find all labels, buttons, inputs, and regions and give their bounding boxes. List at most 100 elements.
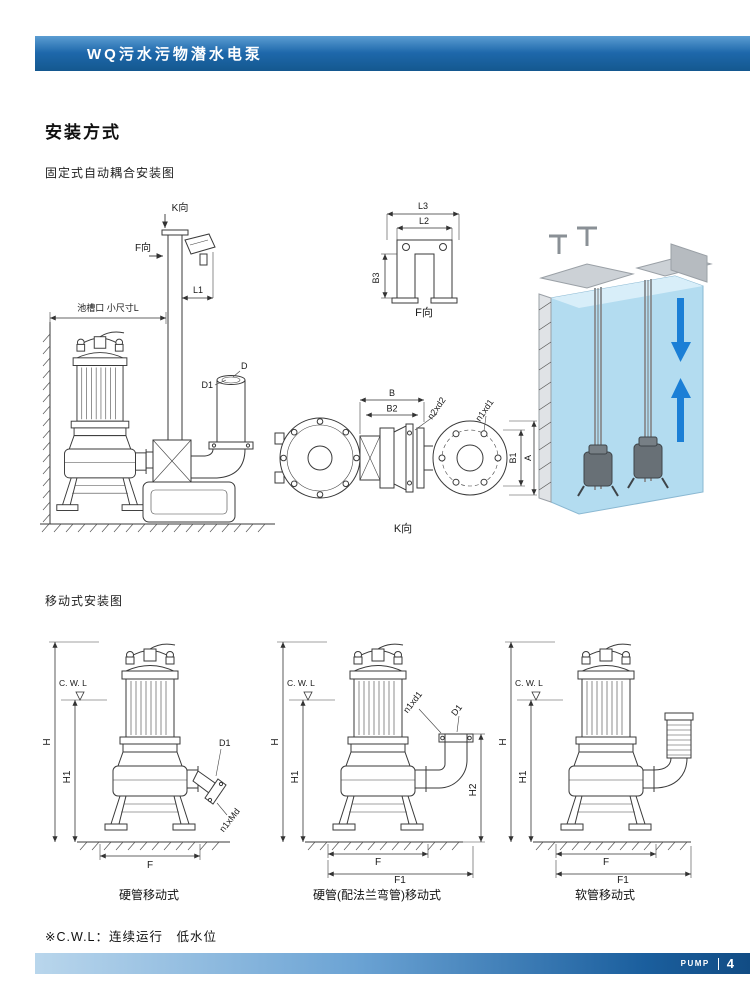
caption-pump-1: 硬管移动式 <box>118 888 179 902</box>
cwl-marker: C. W. L <box>287 678 335 701</box>
label-cwl: C. W. L <box>515 678 543 688</box>
dim-label-f1: F1 <box>617 875 629 884</box>
footnote: ※C.W.L：连续运行 低水位 <box>45 930 218 944</box>
dim-label-f1: F1 <box>394 875 406 884</box>
dim-h: H <box>42 641 99 842</box>
dim-h2: H2 <box>463 733 485 843</box>
mobile-pump-diagram-2: C. W. L H H1 H2 <box>270 641 485 884</box>
lifting-chains <box>597 280 649 448</box>
hose-outlet <box>653 712 694 789</box>
dim-label-tank-opening: 池槽口 小尺寸L <box>77 302 139 313</box>
tank-wall <box>42 322 51 524</box>
dim-label-f: F <box>147 860 153 871</box>
label-cwl: C. W. L <box>287 678 315 688</box>
dim-label-f: F <box>603 857 609 868</box>
dim-label-h: H <box>42 738 53 745</box>
dim-label-n1xd1: n1xd1 <box>473 397 495 423</box>
dim-label-l1: L1 <box>193 285 203 295</box>
dim-label-n1xmd: n1xMd <box>217 806 242 833</box>
installed-pump-right <box>627 436 669 489</box>
dim-d-d1: D D1 <box>201 361 248 390</box>
dim-label-b: B <box>389 388 395 398</box>
lower-raise-arrows <box>671 298 691 442</box>
dim-label-b1: B1 <box>508 452 518 463</box>
label-cwl: C. W. L <box>59 678 87 688</box>
submersible-pump-drawing <box>332 643 427 831</box>
dim-label-l2: L2 <box>419 216 429 226</box>
submersible-pump-drawing <box>104 643 199 831</box>
dim-tank-opening: 池槽口 小尺寸L <box>49 302 167 324</box>
caption-pump-2: 硬管(配法兰弯管)移动式 <box>313 888 441 902</box>
guide-bracket <box>184 233 216 266</box>
dim-f: F <box>555 844 657 868</box>
auto-coupling-assembly <box>142 439 246 523</box>
dim-h1: H1 <box>62 700 78 842</box>
submersible-pump-drawing <box>560 643 655 831</box>
cut-wall <box>538 293 552 503</box>
dim-label-d1: D1 <box>201 380 213 390</box>
mobile-pump-column-3: C. W. L H H1 F <box>491 612 719 903</box>
label-f-direction: F向 <box>135 241 151 254</box>
page-header-title: WQ污水污物潜水电泵 <box>87 46 263 63</box>
label-k-view: K向 <box>394 521 412 535</box>
installed-pump-left <box>577 444 619 497</box>
section-title: 安装方式 <box>45 123 121 142</box>
dim-f1: F1 <box>555 846 692 884</box>
pipe-fittings <box>549 226 597 254</box>
dim-h: H <box>270 641 327 842</box>
discharge-pipe-section <box>208 375 254 450</box>
dim-f: F <box>99 844 201 871</box>
mobile-install-subtitle: 移动式安装图 <box>45 594 124 608</box>
dim-label-n2xd2: n2xd2 <box>425 395 447 421</box>
footer-divider <box>717 957 719 970</box>
flanged-outlet <box>192 770 227 805</box>
dim-label-d1: D1 <box>219 738 231 748</box>
dim-label-b2: B2 <box>386 404 397 414</box>
label-k-direction: K向 <box>172 201 189 214</box>
guide-rails <box>594 279 652 490</box>
footer-page-number: 4 <box>726 956 734 971</box>
mobile-pump-diagram-3: C. W. L H H1 F <box>498 641 694 884</box>
dim-label-d: D <box>241 361 248 371</box>
mobile-pump-column-1: C. W. L H H1 F <box>35 612 263 903</box>
dim-h1: H1 <box>290 700 306 842</box>
mobile-pump-diagram-1: C. W. L H H1 F <box>42 641 242 871</box>
label-bolt-spec: n1xMd <box>216 802 242 834</box>
fixed-installation-diagram: K向 F向 L1 池槽口 小尺寸L D D1 L3 <box>40 201 713 535</box>
f-view-drawing: L3 L2 B3 F向 <box>371 201 460 319</box>
label-f-view: F向 <box>415 305 433 319</box>
dim-label-d1: D1 <box>449 703 464 718</box>
dim-h1: H1 <box>518 700 534 842</box>
ground-line <box>40 523 275 533</box>
mobile-pump-column-2: C. W. L H H1 H2 <box>263 612 491 903</box>
dim-label-h1: H1 <box>518 770 529 783</box>
label-d1: D1 <box>215 738 231 777</box>
k-view-drawing: B B2 n2xd2 n1xd1 B1 A K向 <box>274 388 537 535</box>
dim-label-h: H <box>498 738 509 745</box>
page-header-bar: WQ污水污物潜水电泵 <box>35 36 750 71</box>
dim-label-h: H <box>270 738 281 745</box>
dim-f: F <box>327 844 429 868</box>
fixed-install-subtitle: 固定式自动耦合安装图 <box>45 166 176 180</box>
view-direction-f: F向 <box>135 241 163 259</box>
inclined-plate <box>670 243 708 283</box>
dim-f1: F1 <box>327 846 474 884</box>
submersible-pump-drawing <box>56 331 147 511</box>
dim-label-l3: L3 <box>418 201 428 211</box>
view-direction-k: K向 <box>162 201 189 228</box>
platform-slab-left <box>539 263 635 289</box>
installation-illustration <box>538 226 713 515</box>
dim-h: H <box>498 641 555 842</box>
caption-pump-3: 软管移动式 <box>574 888 635 902</box>
water-surface <box>551 276 703 308</box>
dim-label-f: F <box>375 857 381 868</box>
dim-label-h1: H1 <box>62 770 73 783</box>
cwl-marker: C. W. L <box>59 678 107 701</box>
page-footer-bar: PUMP 4 <box>35 953 750 974</box>
footer-brand: PUMP <box>680 959 710 968</box>
discharge-riser-pipe <box>161 229 189 442</box>
mobile-diagrams-row: C. W. L H H1 F <box>35 612 719 903</box>
flanged-elbow <box>426 733 474 789</box>
dim-label-h2: H2 <box>468 783 479 796</box>
label-d1: D1 <box>449 703 464 733</box>
